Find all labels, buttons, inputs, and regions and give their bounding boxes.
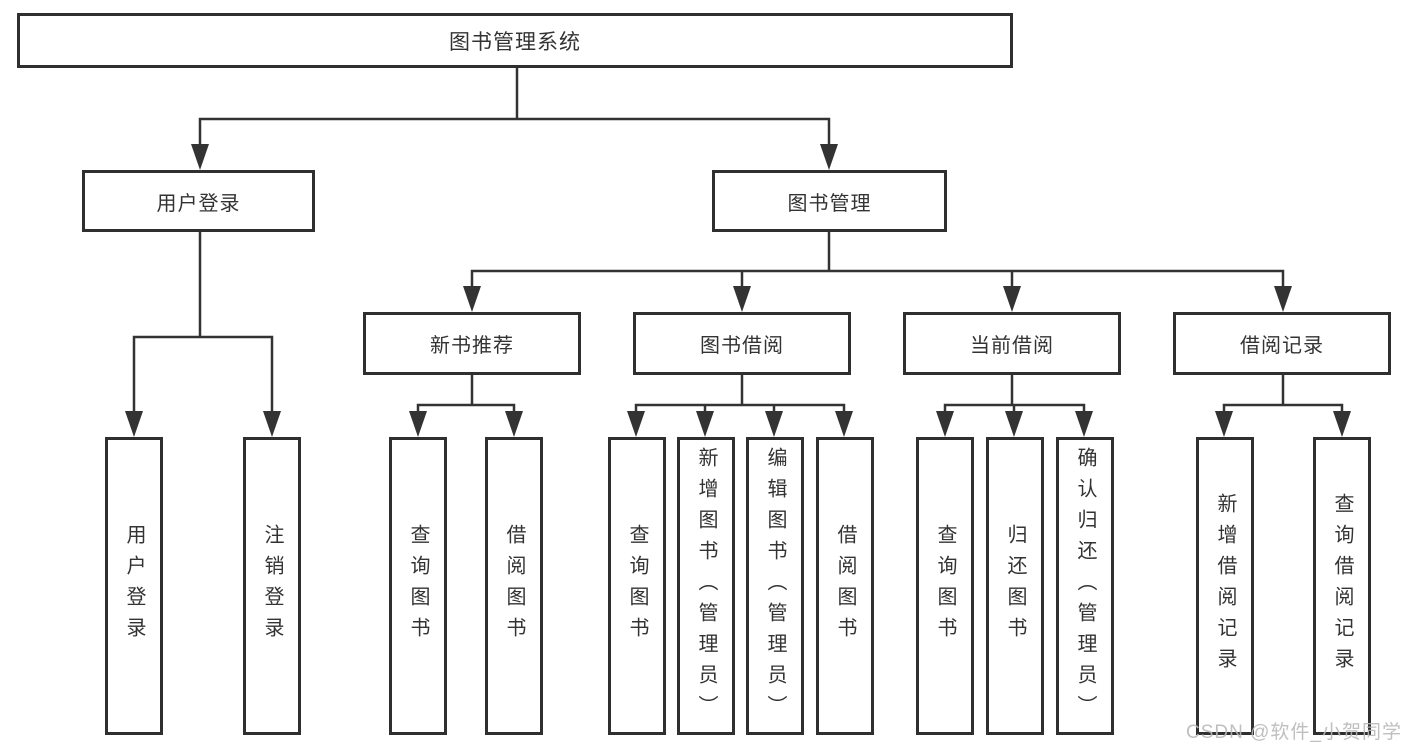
fork-current	[943, 375, 1086, 413]
arrowheads	[125, 144, 1351, 437]
leaf-return-book: 归还图书	[986, 437, 1044, 735]
bar-book-mgmt	[470, 231, 1285, 290]
leaf-query-books-1: 查询图书	[389, 437, 447, 735]
leaf-user-login: 用户登录	[105, 437, 163, 735]
fork-records	[1222, 373, 1344, 413]
node-current-borrow: 当前借阅	[903, 312, 1121, 375]
node-book-borrow: 图书借阅	[633, 312, 851, 375]
leaf-borrow-books-2: 借阅图书	[816, 437, 874, 735]
node-new-books: 新书推荐	[363, 312, 581, 375]
fork-user-login	[132, 232, 274, 413]
node-root: 图书管理系统	[17, 13, 1013, 68]
fork-new-books	[416, 375, 516, 413]
leaf-query-books-2: 查询图书	[608, 437, 666, 735]
leaf-borrow-books-1: 借阅图书	[485, 437, 543, 735]
node-borrow-records: 借阅记录	[1173, 312, 1391, 375]
leaf-add-borrow-record: 新增借阅记录	[1196, 437, 1254, 735]
node-book-mgmt: 图书管理	[712, 170, 947, 232]
leaf-confirm-return-admin: 确认归还（管理员）	[1056, 437, 1114, 735]
csdn-watermark: CSDN @软件_小贺同学	[1186, 722, 1402, 743]
leaf-edit-book-admin: 编辑图书（管理员）	[746, 437, 804, 735]
leaf-query-borrow-record: 查询借阅记录	[1313, 437, 1371, 735]
node-user-login: 用户登录	[82, 170, 315, 232]
fork-borrow	[634, 375, 846, 413]
bar-level1	[198, 117, 831, 148]
leaf-logout: 注销登录	[243, 437, 301, 735]
leaf-query-books-3: 查询图书	[916, 437, 974, 735]
leaf-add-book-admin: 新增图书（管理员）	[677, 437, 735, 735]
